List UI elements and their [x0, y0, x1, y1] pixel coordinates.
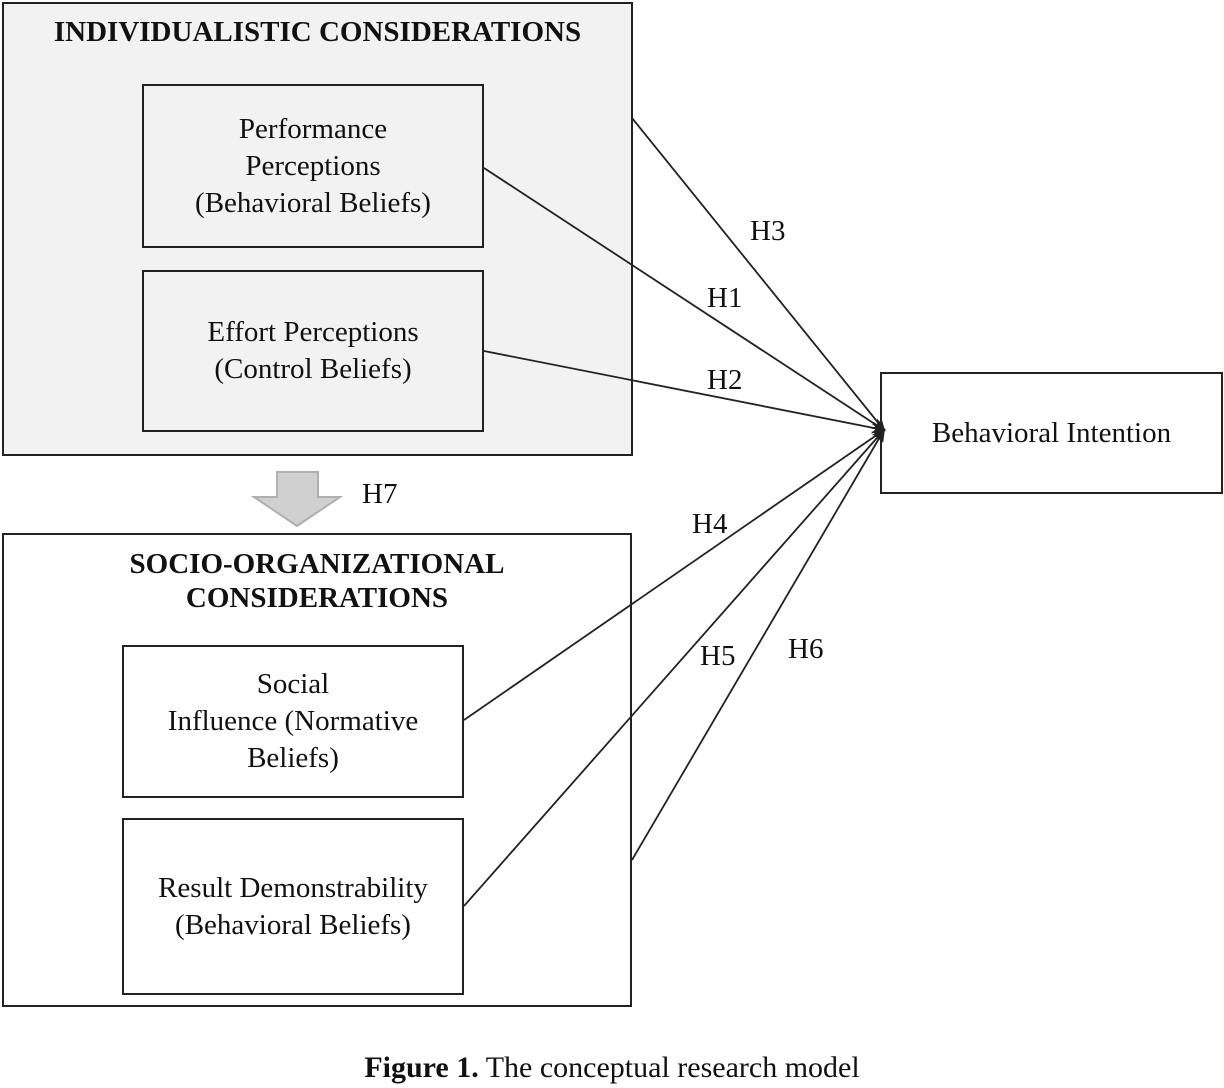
result-demonstrability-label: Result Demonstrability (Behavioral Belie…: [158, 871, 428, 941]
hypothesis-label-h3: H3: [750, 215, 786, 247]
social-influence-node: Social Influence (Normative Beliefs): [122, 645, 464, 798]
result-demonstrability-node: Result Demonstrability (Behavioral Belie…: [122, 818, 464, 995]
figure-caption: Figure 1. The conceptual research model: [0, 1050, 1224, 1086]
hypothesis-label-h6: H6: [788, 633, 824, 665]
hypothesis-label-h4: H4: [692, 508, 728, 540]
behavioral-intention-label: Behavioral Intention: [931, 416, 1172, 449]
hypothesis-label-h1: H1: [707, 282, 743, 314]
individualistic-considerations-title: INDIVIDUALISTIC CONSIDERATIONS: [53, 16, 582, 48]
figure-caption-label: Figure 1.: [364, 1051, 479, 1084]
edge-h3: [631, 117, 886, 432]
performance-perceptions-label: Performance Perceptions (Behavioral Beli…: [195, 112, 431, 219]
hypothesis-label-h5: H5: [700, 640, 736, 672]
socio-organizational-considerations-title: SOCIO-ORGANIZATIONAL CONSIDERATIONS: [129, 548, 505, 614]
effort-perceptions-label: Effort Perceptions (Control Beliefs): [207, 316, 419, 385]
hypothesis-label-h7: H7: [362, 478, 398, 510]
edge-h6: [631, 428, 886, 861]
hypothesis-label-h2: H2: [707, 364, 743, 396]
effort-perceptions-node: Effort Perceptions (Control Beliefs): [142, 270, 484, 432]
social-influence-label: Social Influence (Normative Beliefs): [167, 668, 419, 774]
figure-caption-text: The conceptual research model: [478, 1051, 860, 1084]
behavioral-intention-node: Behavioral Intention: [880, 372, 1223, 494]
performance-perceptions-node: Performance Perceptions (Behavioral Beli…: [142, 84, 484, 248]
h7-block-arrow-icon: [250, 471, 344, 528]
